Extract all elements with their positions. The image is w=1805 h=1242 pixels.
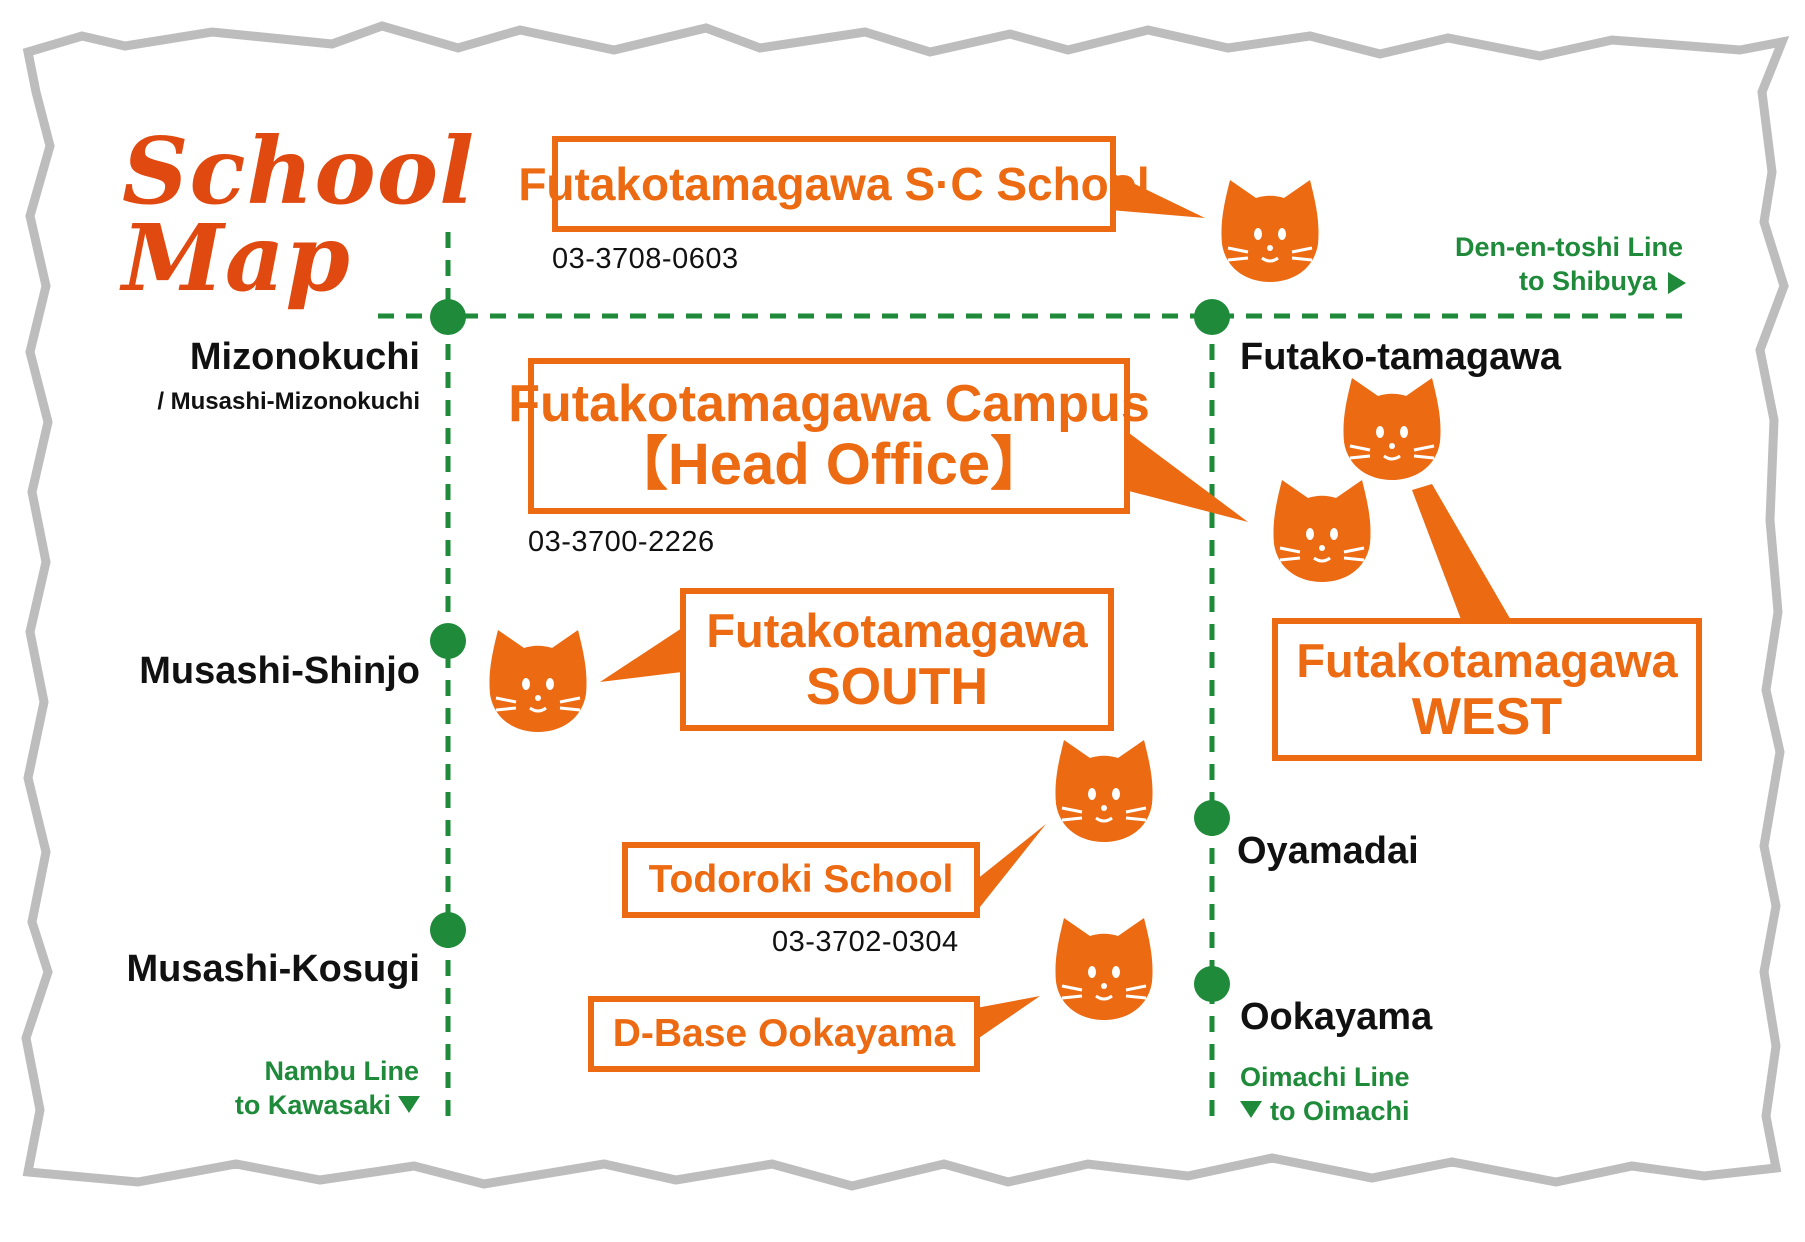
school-box-dbase[interactable]: D-Base Ookayama — [588, 996, 980, 1072]
school-box-todoroki[interactable]: Todoroki School — [622, 842, 980, 918]
school-name: Futakotamagawa Campus — [508, 375, 1150, 433]
station-dot-icon — [1194, 966, 1230, 1002]
pointer-campus — [1125, 430, 1248, 522]
oimachi-line-label: Oimachi Line to Oimachi — [1240, 1060, 1410, 1128]
pointer-todoroki — [976, 824, 1046, 912]
station-ookayama: Ookayama — [1240, 996, 1433, 1038]
school-name: Futakotamagawa S·C School — [518, 158, 1150, 210]
oimachi-line-name: Oimachi Line — [1240, 1062, 1410, 1092]
station-dot-icon — [430, 912, 466, 948]
school-name-suffix: 【Head Office】 — [609, 432, 1049, 497]
station-oyamadai: Oyamadai — [1237, 830, 1419, 872]
station-dots — [430, 299, 1230, 1002]
den-en-toshi-line-direction: to Shibuya — [1518, 266, 1657, 296]
school-name: Futakotamagawa — [706, 603, 1088, 657]
school-phone-campus: 03-3700-2226 — [528, 526, 715, 558]
school-name-suffix: WEST — [1411, 687, 1563, 746]
callout-pointers — [600, 172, 1512, 1040]
school-name: D-Base Ookayama — [612, 1012, 956, 1055]
arrow-triangle-icon — [1240, 1101, 1262, 1118]
pointer-sc-school — [1110, 172, 1205, 218]
arrow-triangle-icon — [1668, 272, 1686, 294]
page-title-line1: School — [122, 117, 476, 225]
arrow-triangle-icon — [398, 1096, 420, 1113]
school-box-south[interactable]: Futakotamagawa SOUTH — [680, 588, 1114, 731]
oimachi-line-direction: to Oimachi — [1270, 1096, 1410, 1126]
station-musashi-shinjo: Musashi-Shinjo — [139, 650, 420, 692]
station-dot-icon — [430, 623, 466, 659]
nambu-line-direction: to Kawasaki — [234, 1090, 391, 1120]
station-musashi-kosugi: Musashi-Kosugi — [126, 948, 420, 990]
den-en-toshi-line-name: Den-en-toshi Line — [1455, 232, 1683, 262]
school-name-suffix: SOUTH — [806, 657, 988, 716]
school-name: Todoroki School — [648, 858, 954, 901]
station-mizonokuchi-sub: / Musashi-Mizonokuchi — [157, 388, 420, 415]
station-dot-icon — [1194, 800, 1230, 836]
pointer-west — [1412, 484, 1512, 622]
pointer-dbase — [976, 996, 1040, 1040]
station-mizonokuchi: Mizonokuchi — [189, 336, 420, 378]
school-name: Futakotamagawa — [1296, 633, 1678, 687]
station-dot-icon — [1194, 299, 1230, 335]
nambu-line-name: Nambu Line — [264, 1056, 419, 1086]
page-title-line2: Map — [122, 204, 351, 312]
school-box-sc-school[interactable]: Futakotamagawa S·C School — [518, 136, 1150, 232]
school-box-west[interactable]: Futakotamagawa WEST — [1272, 618, 1702, 761]
school-phone-todoroki: 03-3702-0304 — [772, 926, 959, 958]
pointer-south — [600, 628, 682, 682]
school-box-campus[interactable]: Futakotamagawa Campus 【Head Office】 — [508, 358, 1150, 514]
nambu-line-label: Nambu Line to Kawasaki — [235, 1054, 419, 1122]
school-phone-sc-school: 03-3708-0603 — [552, 243, 739, 275]
station-futako-tamagawa: Futako-tamagawa — [1240, 336, 1561, 378]
station-dot-icon — [430, 299, 466, 335]
direction-arrows — [398, 272, 1686, 1118]
den-en-toshi-line-label: Den-en-toshi Line to Shibuya — [1455, 230, 1683, 298]
